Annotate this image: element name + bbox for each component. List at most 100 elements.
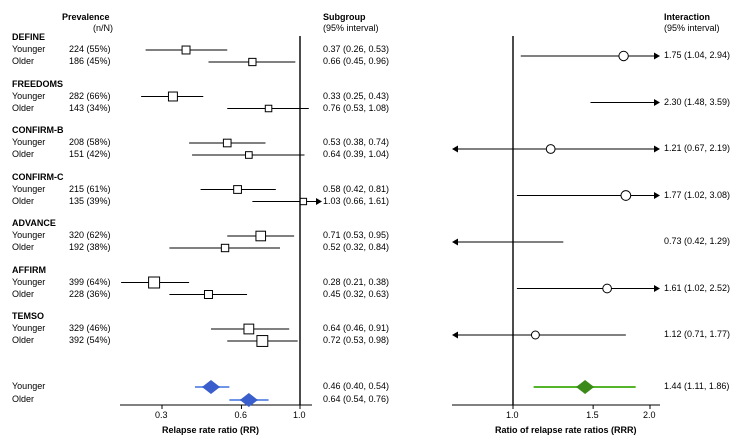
pooled-group-label: Older: [12, 394, 35, 404]
subgroup-ci-value: 0.52 (0.32, 0.84): [323, 242, 390, 252]
interaction-ci-value: 0.73 (0.42, 1.29): [664, 236, 731, 246]
prevalence-value: 215 (61%): [69, 183, 111, 194]
pooled-diamond-marker: [201, 380, 220, 394]
study-name: AFFIRM: [12, 264, 46, 275]
subgroup-ci-value: 0.72 (0.53, 0.98): [323, 335, 390, 345]
subgroup-point-marker: [243, 323, 255, 335]
subgroup-ci-arrow: [316, 198, 322, 205]
prevalence-value: 320 (62%): [69, 230, 111, 240]
prevalence-subheader: (n/N): [93, 23, 113, 33]
interaction-ci-value: 1.21 (0.67, 2.19): [664, 143, 731, 153]
interaction-ci-value: 2.30 (1.48, 3.59): [664, 96, 731, 107]
pooled-group-label: Younger: [12, 381, 46, 391]
interaction-ci-arrow: [654, 145, 660, 153]
subgroup-ci-value: 0.53 (0.38, 0.74): [323, 137, 390, 147]
prevalence-value: 186 (45%): [69, 56, 111, 66]
interaction-ci-arrow: [452, 331, 458, 339]
subgroup-ci-value: 0.76 (0.53, 1.08): [323, 102, 390, 113]
left-x-tick-label: 0.3: [155, 410, 168, 420]
subgroup-label: Older: [12, 149, 35, 159]
subgroup-subheader: (95% interval): [323, 23, 379, 33]
subgroup-point-marker: [203, 290, 213, 299]
prevalence-value: 208 (58%): [69, 137, 111, 147]
interaction-ci-arrow: [654, 99, 660, 106]
subgroup-ci-value: 0.64 (0.46, 0.91): [323, 323, 390, 333]
subgroup-label: Younger: [12, 230, 46, 240]
subgroup-label: Older: [12, 288, 35, 299]
right-x-tick-label: 2.0: [643, 410, 656, 420]
subgroup-label: Younger: [12, 183, 46, 194]
subgroup-label: Older: [12, 56, 35, 66]
right-x-tick-label: 1.0: [506, 410, 519, 420]
study-name: CONFIRM-C: [12, 171, 64, 182]
subgroup-header: Subgroup: [323, 12, 366, 22]
interaction-point-marker: [602, 283, 612, 294]
subgroup-ci-value: 0.28 (0.21, 0.38): [323, 276, 390, 287]
subgroup-label: Older: [12, 242, 35, 252]
subgroup-ci-value: 0.33 (0.25, 0.43): [323, 90, 390, 101]
prevalence-value: 135 (39%): [69, 195, 111, 206]
study-name: DEFINE: [12, 32, 46, 42]
prevalence-value: 228 (36%): [69, 288, 111, 299]
prevalence-value: 282 (66%): [69, 90, 111, 101]
subgroup-label: Older: [12, 335, 35, 345]
subgroup-point-marker: [255, 230, 267, 242]
subgroup-point-marker: [181, 45, 191, 55]
right-x-tick-label: 1.5: [586, 410, 599, 420]
interaction-ci-arrow: [654, 285, 660, 292]
subgroup-point-marker: [220, 243, 230, 253]
interaction-point-marker: [618, 50, 629, 62]
prevalence-value: 143 (34%): [69, 102, 111, 113]
interaction-ci-value: 1.77 (1.02, 3.08): [664, 189, 731, 200]
left-x-tick-label: 1.0: [293, 410, 306, 420]
subgroup-point-marker: [264, 104, 273, 113]
subgroup-ci-value: 0.64 (0.39, 1.04): [323, 149, 390, 159]
subgroup-label: Older: [12, 102, 35, 113]
study-name: ADVANCE: [12, 218, 56, 228]
interaction-ci-value: 1.61 (1.02, 2.52): [664, 282, 731, 293]
subgroup-label: Younger: [12, 323, 46, 333]
interaction-point-marker: [530, 330, 540, 340]
pooled-interaction-diamond-marker: [576, 380, 595, 394]
left-axis-title: Relapse rate ratio (RR): [162, 425, 260, 435]
subgroup-label: Older: [12, 195, 35, 206]
subgroup-ci-value: 0.71 (0.53, 0.95): [323, 230, 390, 240]
prevalence-value: 392 (54%): [69, 335, 111, 345]
subgroup-point-marker: [256, 335, 269, 347]
interaction-header: Interaction: [664, 12, 711, 22]
pooled-ci-value: 0.46 (0.40, 0.54): [323, 381, 390, 391]
subgroup-label: Younger: [12, 276, 46, 287]
interaction-point-marker: [545, 144, 556, 154]
subgroup-point-marker: [222, 138, 232, 148]
prevalence-value: 399 (64%): [69, 276, 111, 287]
subgroup-label: Younger: [12, 90, 46, 101]
pooled-ci-value: 0.64 (0.54, 0.76): [323, 394, 390, 404]
subgroup-ci-value: 0.66 (0.45, 0.96): [323, 56, 390, 66]
subgroup-label: Younger: [12, 44, 46, 54]
right-axis-title: Ratio of relapse rate ratios (RRR): [495, 425, 637, 435]
subgroup-ci-value: 1.03 (0.66, 1.61): [323, 195, 390, 206]
subgroup-point-marker: [233, 185, 242, 194]
interaction-point-marker: [620, 190, 632, 201]
subgroup-ci-value: 0.45 (0.32, 0.63): [323, 288, 390, 299]
subgroup-label: Younger: [12, 137, 46, 147]
pooled-interaction-ci-value: 1.44 (1.11, 1.86): [664, 381, 730, 391]
subgroup-ci-value: 0.37 (0.26, 0.53): [323, 44, 390, 54]
interaction-subheader: (95% interval): [664, 23, 720, 33]
prevalence-header: Prevalence: [62, 12, 110, 22]
subgroup-point-marker: [148, 276, 161, 289]
interaction-ci-value: 1.12 (0.71, 1.77): [664, 329, 731, 339]
prevalence-value: 151 (42%): [69, 149, 111, 159]
subgroup-point-marker: [248, 57, 257, 67]
study-name: TEMSO: [12, 311, 45, 321]
subgroup-ci-value: 0.58 (0.42, 0.81): [323, 183, 390, 194]
prevalence-value: 329 (46%): [69, 323, 111, 333]
prevalence-value: 192 (38%): [69, 242, 111, 252]
study-name: FREEDOMS: [12, 78, 64, 89]
subgroup-point-marker: [167, 91, 178, 102]
pooled-diamond-marker: [239, 393, 258, 407]
subgroup-point-marker: [299, 197, 308, 206]
interaction-ci-value: 1.75 (1.04, 2.94): [664, 50, 731, 60]
interaction-ci-arrow: [452, 238, 458, 246]
